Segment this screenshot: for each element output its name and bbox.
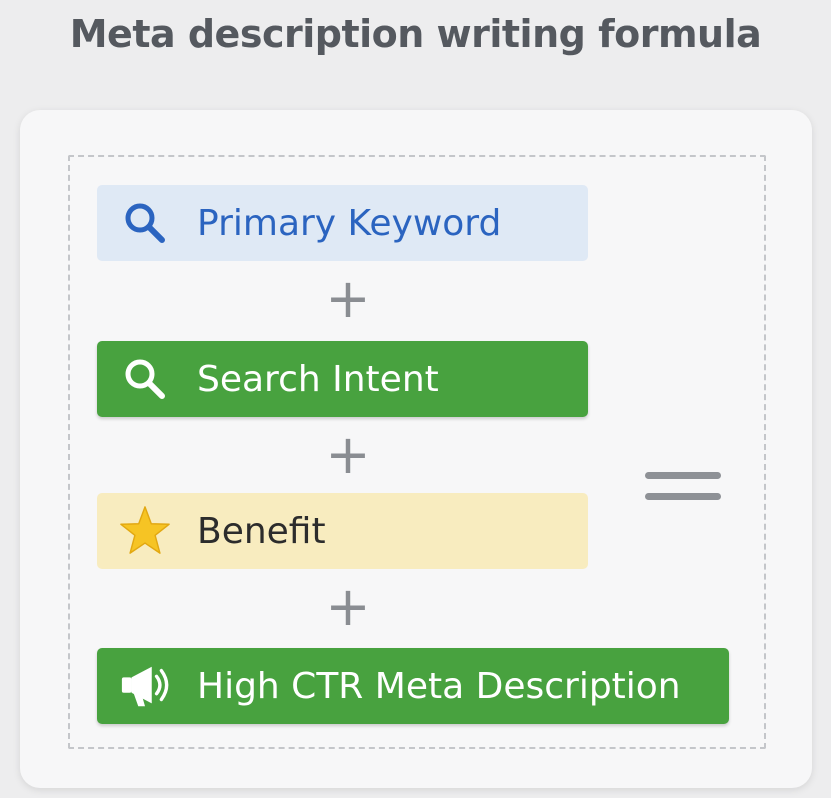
plus-operator: + [325,575,371,638]
star-icon [119,505,171,557]
formula-block-label: Benefit [197,510,326,552]
search-icon [119,353,171,405]
megaphone-icon [119,660,171,712]
equals-bar-top [645,472,721,479]
equals-bar-bottom [645,493,721,500]
formula-block-label: High CTR Meta Description [197,665,681,707]
page-title: Meta description writing formula [69,12,762,56]
equals-icon [645,468,721,504]
plus-operator: + [325,267,371,330]
search-icon [119,197,171,249]
formula-frame [68,155,766,749]
formula-block-primary-keyword: Primary Keyword [97,185,588,261]
formula-block-label: Primary Keyword [197,202,502,244]
formula-block-benefit: Benefit [97,493,588,569]
formula-block-label: Search Intent [197,358,439,400]
plus-operator: + [325,423,371,486]
formula-block-result: High CTR Meta Description [97,648,729,724]
formula-block-search-intent: Search Intent [97,341,588,417]
